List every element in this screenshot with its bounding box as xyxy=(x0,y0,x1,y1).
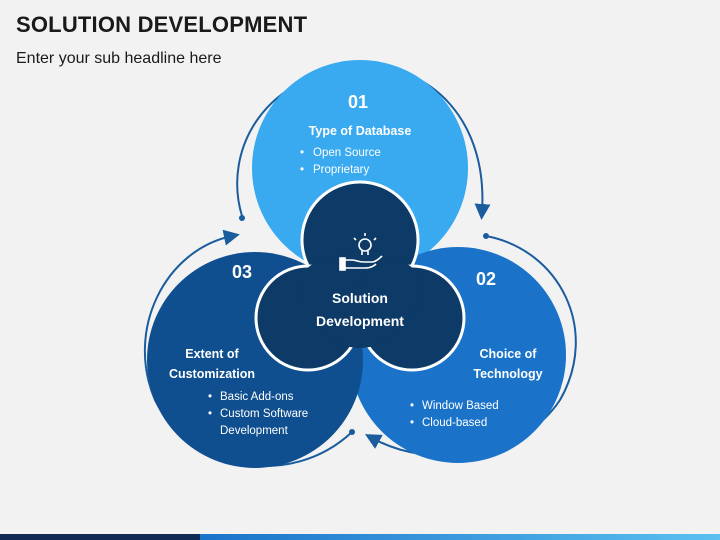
bottom-bar-dark xyxy=(0,534,200,540)
segment-03-heading-line2: Customization xyxy=(169,367,255,381)
segment-01-bullet-dot: • xyxy=(300,164,304,176)
segment-03-number: 03 xyxy=(232,262,252,282)
page-subtitle: Enter your sub headline here xyxy=(16,50,222,67)
segment-01-bullet-dot: • xyxy=(300,147,304,159)
segment-03-bullet-1: Basic Add-ons xyxy=(220,391,294,403)
arc-dot-left xyxy=(349,429,355,435)
segment-03-bullet-dot: • xyxy=(208,408,212,420)
arc-dot-top xyxy=(239,215,245,221)
segment-03-bullet-2: Custom Software xyxy=(220,408,308,420)
segment-02-bullet-dot: • xyxy=(410,400,414,412)
center-trefoil xyxy=(254,180,466,372)
segment-02-bullet-2: Cloud-based xyxy=(422,417,487,429)
segment-03-bullet-dot: • xyxy=(208,391,212,403)
center-label-line1: Solution xyxy=(332,290,388,306)
page-title: SOLUTION DEVELOPMENT xyxy=(16,12,308,37)
segment-02-bullet-1: Window Based xyxy=(422,400,499,412)
segment-01-heading: Type of Database xyxy=(309,124,412,138)
segment-02-number: 02 xyxy=(476,269,496,289)
bottom-accent-bar xyxy=(0,534,720,540)
hand-lightbulb-icon xyxy=(339,233,383,271)
segment-02-heading-line1: Choice of xyxy=(480,347,538,361)
segment-02-heading-line2: Technology xyxy=(473,367,542,381)
arc-dot-right xyxy=(483,233,489,239)
segment-03-bullet-2-cont: Development xyxy=(220,425,289,437)
bottom-bar-light xyxy=(200,534,720,540)
segment-03-heading-line1: Extent of xyxy=(185,347,239,361)
center-label-line2: Development xyxy=(316,313,404,329)
segment-01-bullet-2: Proprietary xyxy=(313,164,369,176)
segment-02-bullet-dot: • xyxy=(410,417,414,429)
segment-01-number: 01 xyxy=(348,92,368,112)
segment-01-bullet-1: Open Source xyxy=(313,147,381,159)
